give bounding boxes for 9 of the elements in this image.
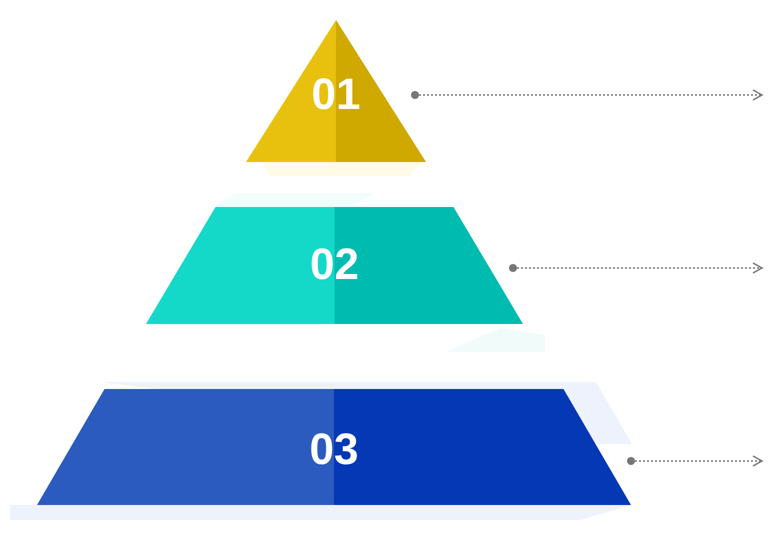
dotted-arrow [411, 89, 763, 101]
pyramid-layer [146, 207, 523, 324]
layer-number: 03 [310, 425, 358, 475]
pyramid-top-triangle [246, 20, 426, 162]
pyramid-layer [37, 389, 631, 505]
dotted-arrow [509, 262, 763, 274]
layer-number: 02 [310, 240, 359, 290]
dotted-arrow [627, 455, 763, 467]
layer-number: 01 [312, 70, 360, 120]
